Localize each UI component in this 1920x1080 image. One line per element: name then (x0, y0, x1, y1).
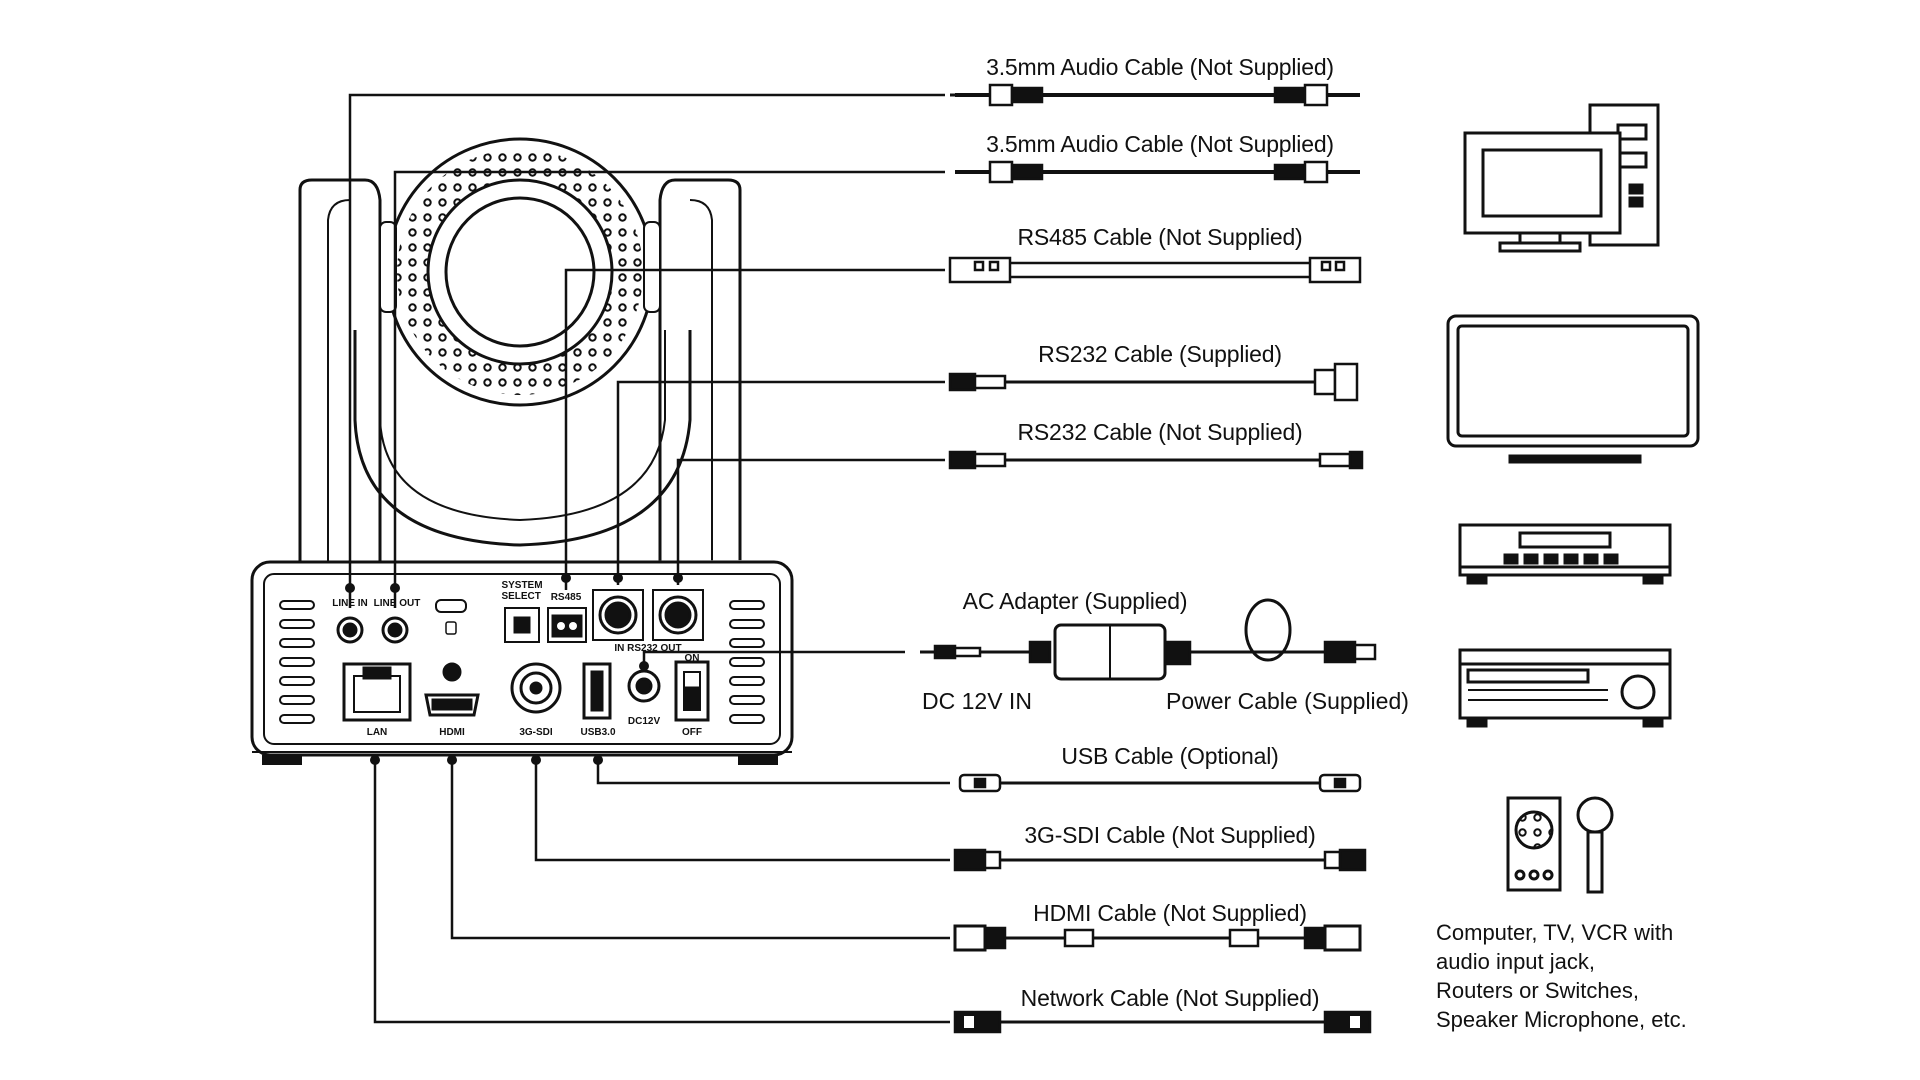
rs232-db9-cable-icon (948, 362, 1359, 402)
device-note-line: Computer, TV, VCR with (1436, 920, 1674, 945)
usb-cable-icon (958, 773, 1362, 793)
cable-label-network: Network Cable (Not Supplied) (1020, 985, 1320, 1011)
port-label-on: ON (684, 653, 700, 664)
av-receiver-icon (1458, 648, 1672, 728)
power-label-cable: Power Cable (Supplied) (1166, 688, 1409, 714)
rs232-cable-icon (948, 450, 1364, 470)
vcr-icon (1458, 523, 1672, 585)
port-label-system-select: SYSTEM SELECT (501, 580, 542, 602)
speaker-icon (1506, 796, 1562, 892)
ac-adapter-icon (920, 598, 1377, 681)
hdmi-cable-icon (953, 924, 1362, 952)
port-label-rs485: RS485 (550, 592, 582, 603)
port-label-usb: USB3.0 (580, 727, 616, 738)
computer-icon (1463, 103, 1660, 253)
camera-illustration (250, 137, 794, 765)
port-label-hdmi: HDMI (439, 727, 465, 738)
port-label-dc12v: DC12V (627, 716, 661, 727)
port-label-select: SELECT (501, 591, 541, 602)
port-label-line-out: LINE OUT (373, 598, 421, 609)
tv-icon (1446, 314, 1700, 464)
cable-label-rs232-not-supplied: RS232 Cable (Not Supplied) (1017, 419, 1303, 445)
network-cable-icon (953, 1010, 1372, 1034)
device-note-line: audio input jack, (1436, 949, 1595, 974)
rs485-cable-icon (948, 256, 1362, 284)
cable-label-audio-2: 3.5mm Audio Cable (Not Supplied) (986, 131, 1334, 157)
port-label-line-in: LINE IN (332, 598, 368, 609)
port-label-system: SYSTEM (501, 580, 543, 591)
device-note: Computer, TV, VCR with audio input jack,… (1436, 918, 1736, 1034)
audio-cable-icon (955, 160, 1360, 184)
power-label-dc: DC 12V IN (922, 688, 1032, 714)
cable-label-sdi: 3G-SDI Cable (Not Supplied) (1024, 822, 1316, 848)
cable-label-hdmi: HDMI Cable (Not Supplied) (1033, 900, 1307, 926)
cable-label-rs485: RS485 Cable (Not Supplied) (1017, 224, 1303, 250)
sdi-cable-icon (953, 848, 1367, 872)
audio-cable-icon (950, 83, 1360, 107)
port-label-rs232: IN RS232 OUT (614, 643, 682, 654)
port-label-off: OFF (682, 727, 702, 738)
device-note-line: Speaker Microphone, etc. (1436, 1007, 1687, 1032)
cable-label-rs232-supplied: RS232 Cable (Supplied) (1038, 341, 1282, 367)
connection-lines (348, 93, 950, 1024)
cable-label-audio-1: 3.5mm Audio Cable (Not Supplied) (986, 54, 1334, 80)
connection-dots (345, 573, 683, 765)
cable-label-usb: USB Cable (Optional) (1061, 743, 1279, 769)
microphone-icon (1576, 796, 1614, 894)
device-note-line: Routers or Switches, (1436, 978, 1639, 1003)
power-label-adapter: AC Adapter (Supplied) (962, 588, 1188, 614)
port-label-lan: LAN (366, 727, 388, 738)
port-label-sdi: 3G-SDI (519, 727, 553, 738)
